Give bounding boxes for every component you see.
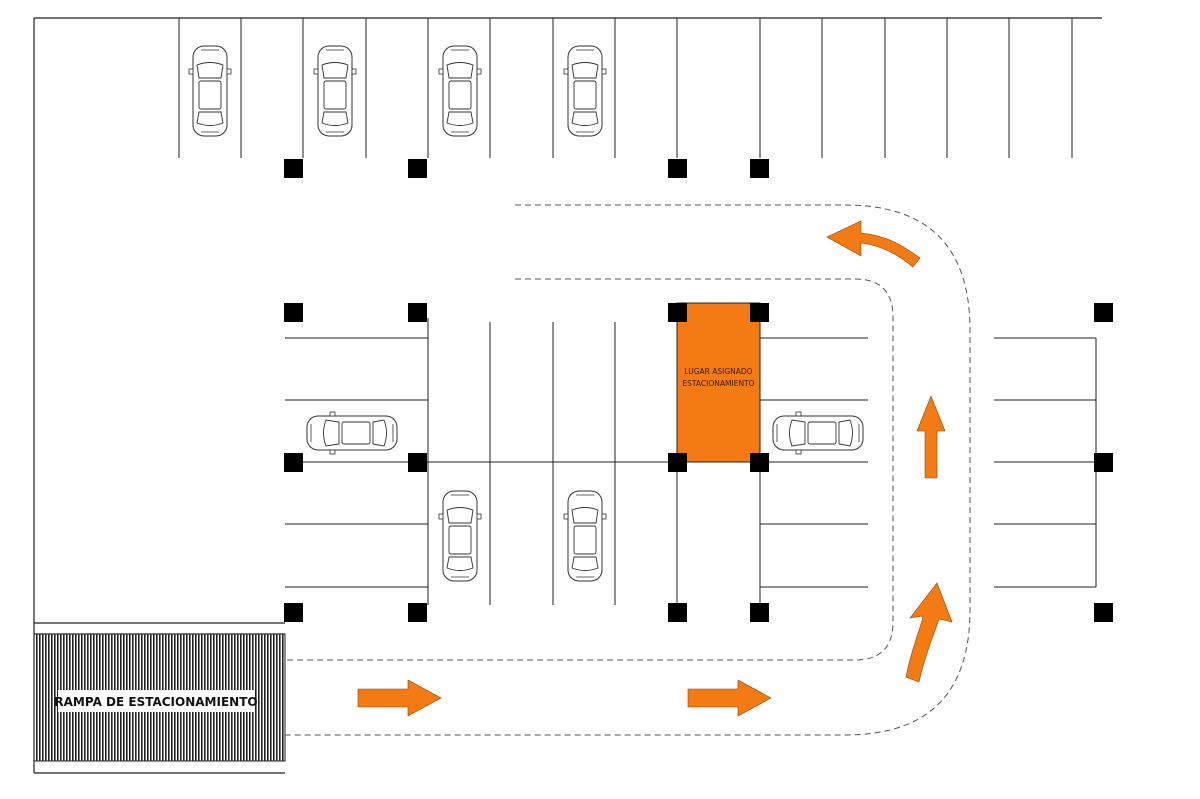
direction-arrow-icon xyxy=(905,582,953,683)
structural-column-icon xyxy=(408,303,427,322)
middle-left-stalls xyxy=(285,318,677,605)
driving-lane-guides xyxy=(285,204,971,736)
middle-right-stalls xyxy=(760,337,868,588)
structural-column-icon xyxy=(750,159,769,178)
structural-column-icon xyxy=(750,603,769,622)
structural-column-icon xyxy=(668,453,687,472)
car-top-view-icon xyxy=(438,490,482,582)
structural-column-icon xyxy=(284,303,303,322)
car-top-view-icon xyxy=(306,411,398,455)
structural-column-icon xyxy=(408,603,427,622)
structural-column-icon xyxy=(750,453,769,472)
car-top-view-icon xyxy=(188,45,232,137)
structural-column-icon xyxy=(1094,303,1113,322)
structural-column-icon xyxy=(1094,603,1113,622)
direction-arrow-icon xyxy=(687,679,772,717)
direction-arrow-icon xyxy=(357,679,442,717)
assigned-spot-label-line2: ESTACIONAMIENTO xyxy=(682,379,754,388)
direction-arrow-icon xyxy=(826,220,921,268)
far-right-stalls xyxy=(994,337,1097,588)
structural-columns xyxy=(284,159,1113,622)
structural-column-icon xyxy=(284,453,303,472)
car-top-view-icon xyxy=(313,45,357,137)
parking-ramp[interactable]: RAMPA DE ESTACIONAMIENTO xyxy=(33,633,286,762)
car-top-view-icon xyxy=(772,411,864,455)
assigned-parking-spot[interactable]: LUGAR ASIGNADO ESTACIONAMIENTO xyxy=(676,302,761,463)
car-top-view-icon xyxy=(563,45,607,137)
structural-column-icon xyxy=(750,303,769,322)
car-top-view-icon xyxy=(438,45,482,137)
structural-column-icon xyxy=(668,303,687,322)
ramp-label: RAMPA DE ESTACIONAMIENTO xyxy=(54,695,257,709)
car-top-view-icon xyxy=(563,490,607,582)
structural-column-icon xyxy=(668,603,687,622)
structural-column-icon xyxy=(1094,453,1113,472)
inner-lane-line xyxy=(285,278,894,661)
outer-lane-line xyxy=(285,204,971,736)
structural-column-icon xyxy=(408,453,427,472)
assigned-spot-label-line1: LUGAR ASIGNADO xyxy=(684,367,752,376)
structural-column-icon xyxy=(408,159,427,178)
direction-arrow-icon xyxy=(916,395,946,479)
structural-column-icon xyxy=(284,159,303,178)
structural-column-icon xyxy=(284,603,303,622)
structural-column-icon xyxy=(668,159,687,178)
top-parking-row xyxy=(178,18,1073,158)
direction-arrows xyxy=(357,220,953,717)
